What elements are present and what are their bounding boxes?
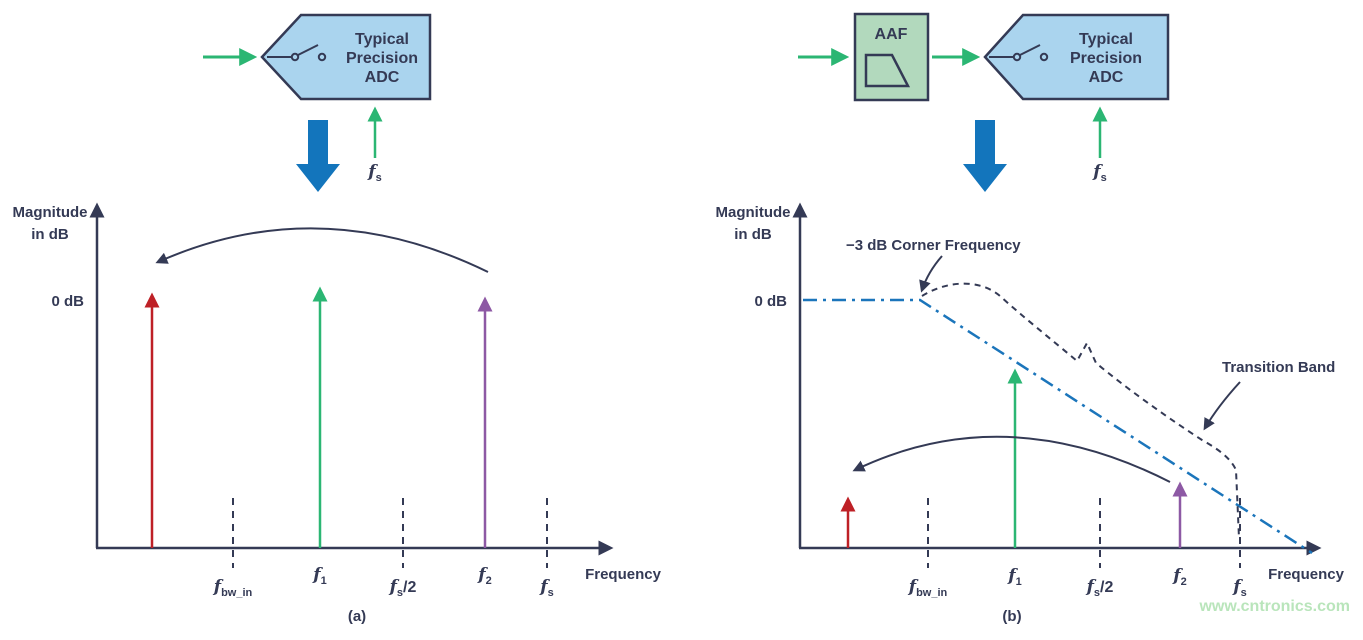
aaf-label: AAF [875, 26, 908, 43]
plot-b: Magnitude in dB 0 dB −3 dB Corner Freque… [716, 202, 1345, 625]
adc-label-line1: Typical [355, 31, 409, 48]
filter-response-line [803, 298, 1313, 555]
fbwin-label-a: fbw_in [213, 577, 253, 599]
alias-fold-arrow-b [852, 435, 1171, 483]
sample-clock-arrow-b: fs [1092, 106, 1108, 184]
down-arrow-a [296, 120, 340, 192]
magnitude-label-b-line2: in dB [734, 226, 772, 243]
adc-label-line3: ADC [1089, 69, 1124, 86]
caption-a: (a) [348, 608, 366, 625]
adc-block-a: Typical Precision ADC [260, 13, 432, 101]
attenuated-image-curve [921, 282, 1240, 539]
f2-label-b: f2 [1172, 566, 1186, 588]
aaf-block: AAF [853, 12, 930, 102]
panel-a: Typical Precision ADC fs Magnitude in dB… [13, 13, 662, 625]
adc-label-line2: Precision [346, 50, 418, 67]
fs-label-b: fs [1232, 577, 1246, 599]
zero-db-label-b: 0 dB [754, 293, 787, 310]
panel-b: AAF Typical Precision ADC fs Magni [716, 12, 1350, 625]
transition-band-label: Transition Band [1222, 359, 1335, 376]
zero-db-label-a: 0 dB [51, 293, 84, 310]
down-arrow-b [963, 120, 1007, 192]
f2-label-a: f2 [477, 565, 491, 587]
caption-b: (b) [1002, 608, 1021, 625]
fs-clock-label-b: fs [1092, 162, 1106, 184]
fs2-label-a: fs/2 [389, 577, 417, 599]
magnitude-label-a-line2: in dB [31, 226, 69, 243]
alias-fold-arrow-a [155, 227, 489, 273]
corner-frequency-label: −3 dB Corner Frequency [846, 237, 1021, 254]
adc-shape-b [983, 13, 1170, 101]
sample-clock-arrow-a: fs [367, 106, 383, 184]
sample-switch-icon [267, 44, 327, 62]
plot-a: Magnitude in dB 0 dB fbw_in f1 fs/2 f2 f… [13, 202, 662, 625]
frequency-label-a: Frequency [585, 566, 662, 583]
f1-label-a: f1 [312, 565, 326, 587]
adc-label-line3: ADC [365, 69, 400, 86]
f1-label-b: f1 [1007, 566, 1021, 588]
corner-pointer-arrow [919, 255, 943, 293]
watermark: www.cntronics.com [1198, 598, 1350, 615]
adc-shape-a [260, 13, 432, 101]
frequency-label-b: Frequency [1268, 566, 1345, 583]
adc-label-line1: Typical [1079, 31, 1133, 48]
adc-label-line2: Precision [1070, 50, 1142, 67]
magnitude-label-a-line1: Magnitude [13, 204, 88, 221]
magnitude-label-b-line1: Magnitude [716, 204, 791, 221]
fs-label-a: fs [539, 577, 553, 599]
lowpass-filter-icon [864, 53, 911, 88]
fbwin-label-b: fbw_in [908, 577, 948, 599]
fs2-label-b: fs/2 [1086, 577, 1114, 599]
sample-switch-icon [989, 44, 1049, 62]
transition-pointer-arrow [1203, 381, 1241, 431]
fs-clock-label-a: fs [367, 162, 381, 184]
adc-block-b: Typical Precision ADC [983, 13, 1170, 101]
